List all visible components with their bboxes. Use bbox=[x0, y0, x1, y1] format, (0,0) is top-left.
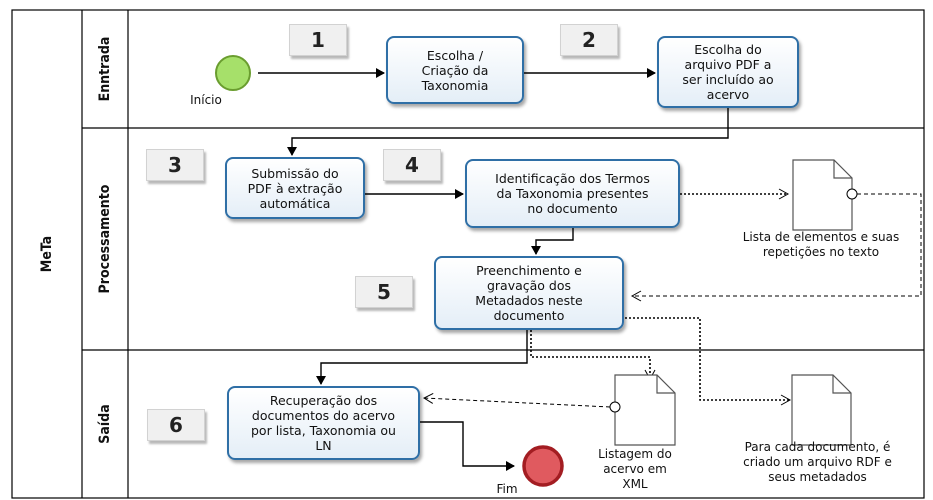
start-event-label: Início bbox=[190, 93, 222, 107]
data-object-a1-label: Lista de elementos e suas repetições no … bbox=[742, 230, 900, 259]
flow-t4-to-t5 bbox=[531, 228, 574, 255]
end-event-label: Fim bbox=[496, 482, 518, 496]
assoc-t5-to-a3 bbox=[625, 317, 792, 406]
data-object-a1-icon bbox=[792, 159, 858, 231]
task-preenchimento-metadados[interactable]: Preenchimento e gravação dos Metadados n… bbox=[434, 256, 624, 330]
step-badge-6: 6 bbox=[147, 409, 205, 441]
data-object-a2-label: Listagem do acervo em XML bbox=[598, 447, 672, 491]
assoc-a2-to-t6 bbox=[422, 392, 611, 408]
step-badge-1: 1 bbox=[289, 24, 347, 56]
step-badge-5: 5 bbox=[355, 276, 413, 308]
assoc-a1-to-t5 bbox=[630, 193, 922, 302]
data-object-a2-icon bbox=[609, 374, 676, 446]
step-badge-2: 2 bbox=[560, 24, 618, 56]
start-event bbox=[215, 55, 251, 91]
task-escolha-taxonomia[interactable]: Escolha / Criação da Taxonomia bbox=[386, 36, 524, 104]
lane-title-entrada: Enntrada bbox=[97, 36, 113, 102]
data-object-a3-label: Para cada documento, é criado um arquivo… bbox=[743, 440, 892, 484]
step-badge-3: 3 bbox=[146, 149, 204, 181]
task-submissao-pdf[interactable]: Submissão do PDF à extração automática bbox=[225, 157, 365, 219]
lane-title-processamento: Processamento bbox=[97, 184, 113, 294]
flow-t5-to-t6 bbox=[316, 330, 528, 385]
flow-t2-to-t3 bbox=[287, 108, 729, 156]
flow-t6-to-end bbox=[420, 421, 515, 471]
task-identificacao-termos[interactable]: Identificação dos Termos da Taxonomia pr… bbox=[465, 159, 680, 228]
step-badge-4: 4 bbox=[383, 149, 441, 181]
lane-title-saida: Saída bbox=[97, 404, 113, 444]
data-object-a3-icon bbox=[791, 374, 852, 446]
pool-title: MeTa bbox=[39, 235, 55, 273]
assoc-t5-to-a2 bbox=[530, 330, 656, 381]
task-recuperacao-documentos[interactable]: Recuperação dos documentos do acervo por… bbox=[227, 386, 420, 460]
task-escolha-pdf[interactable]: Escolha do arquivo PDF a ser incluído ao… bbox=[657, 36, 799, 108]
end-event bbox=[522, 445, 564, 487]
